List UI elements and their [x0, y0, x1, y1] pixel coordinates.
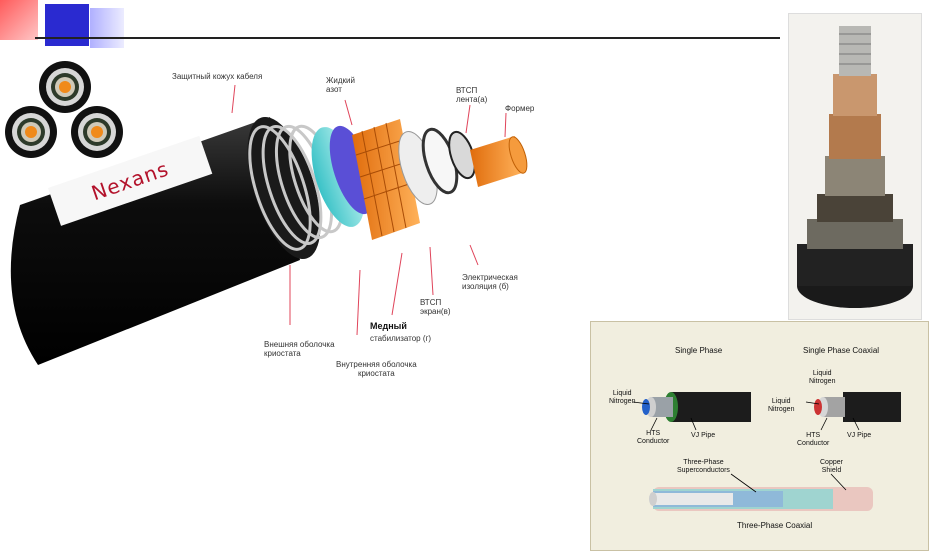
single-phase-coaxial-cable	[814, 392, 901, 422]
cable-jacket	[10, 117, 300, 365]
label-liquid-nitrogen-3: Liquid Nitrogen	[809, 370, 836, 385]
header-deco-red	[0, 0, 38, 40]
cross-section-right	[71, 106, 123, 158]
label-copper: Медный	[370, 321, 407, 331]
label-hts-conductor-1: HTS Conductor	[637, 430, 670, 445]
header-deco-lavender	[90, 8, 124, 48]
label-liquid-nitrogen-2: Liquid Nitrogen	[768, 398, 795, 413]
label-inner-cryostat: Внутренняя оболочка криостата	[336, 360, 417, 378]
cross-section-top	[39, 61, 91, 113]
label-vj-pipe-2: VJ Pipe	[847, 432, 872, 439]
label-three-phase-coaxial: Three-Phase Coaxial	[737, 521, 813, 530]
header-deco-blue	[45, 4, 89, 46]
label-vj-pipe-1: VJ Pipe	[691, 432, 716, 439]
three-phase-coaxial-cable	[649, 487, 873, 511]
single-phase-cable	[642, 392, 751, 422]
label-three-phase-superconductors: Three-Phase Superconductors	[677, 459, 730, 474]
phase-diagram: Single Phase Single Phase Coaxial Liquid…	[590, 321, 929, 551]
label-liquid-nitrogen-1: Liquid Nitrogen	[609, 390, 636, 405]
label-insulation: Электрическая изоляция (б)	[462, 273, 518, 291]
label-copper-sub: стабилизатор (г)	[370, 334, 432, 343]
label-liquid-nitrogen: Жидкий азот	[326, 76, 355, 94]
cross-section-left	[5, 106, 57, 158]
label-copper-shield: Copper Shield	[820, 459, 843, 474]
label-single-phase-coaxial: Single Phase Coaxial	[803, 346, 880, 355]
title-divider	[35, 37, 780, 39]
label-single-phase: Single Phase	[675, 346, 723, 355]
label-hts-conductor-2: HTS Conductor	[797, 432, 830, 447]
label-htsc-shield: ВТСП экран(в)	[420, 298, 451, 316]
cable-photo	[788, 13, 922, 320]
cable-cross-sections	[5, 61, 123, 158]
label-outer-cryostat: Внешняя оболочка криостата	[264, 340, 335, 358]
label-htsc-tape: ВТСП лента(а)	[456, 86, 488, 104]
phase-diagram-shapes	[632, 392, 901, 511]
label-former: Формер	[505, 104, 535, 113]
cable-illustration	[10, 84, 528, 365]
label-jacket: Защитный кожух кабеля	[172, 72, 263, 81]
